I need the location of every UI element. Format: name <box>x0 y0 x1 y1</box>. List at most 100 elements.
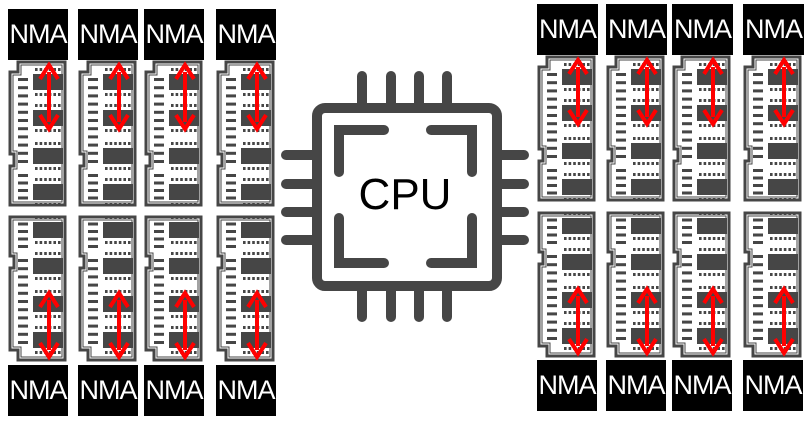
module-pin <box>154 78 164 81</box>
chip-lead <box>252 93 255 96</box>
module-pin <box>88 143 98 147</box>
module-pin <box>226 94 236 98</box>
chip-lead <box>774 212 778 215</box>
module-pin <box>154 189 164 192</box>
module-pin <box>226 300 236 303</box>
chip-lead <box>184 142 188 145</box>
module-pin <box>682 312 692 316</box>
chip-lead <box>582 286 585 289</box>
chip-lead <box>243 216 246 219</box>
cpu-label: CPU <box>358 170 452 219</box>
module-pin <box>753 304 763 308</box>
chip-lead <box>53 167 56 170</box>
module-pin <box>226 181 236 185</box>
arrow-head-up <box>246 341 268 361</box>
module-pin <box>682 337 692 340</box>
memory-chip <box>241 222 271 238</box>
chip-lead <box>109 216 113 219</box>
chip-lead <box>633 248 636 251</box>
chip-lead <box>656 347 659 350</box>
nma-box: NMA <box>78 9 138 60</box>
chip-lead <box>573 311 576 314</box>
chip-lead <box>123 326 126 329</box>
chip-lead <box>774 137 778 140</box>
chip-lead <box>656 286 659 289</box>
chip-lead <box>53 216 56 219</box>
module-pin <box>616 296 626 299</box>
module-pin <box>154 222 164 226</box>
chip-lead <box>189 216 192 219</box>
chip-lead <box>44 277 47 280</box>
chip-lead <box>779 311 782 314</box>
module-pin <box>547 191 557 195</box>
chip-lead <box>712 198 716 201</box>
chip-lead <box>58 216 61 219</box>
module-pin <box>88 110 98 114</box>
chip-lead <box>577 212 581 215</box>
module-pin <box>226 230 236 233</box>
chip-lead <box>266 142 269 145</box>
chip-lead <box>175 277 179 280</box>
chip-lead <box>582 198 585 201</box>
chip-lead <box>48 252 52 255</box>
chip-lead <box>266 68 269 71</box>
chip-lead <box>770 124 773 127</box>
chip-lead <box>266 216 269 219</box>
memory-chip <box>103 148 133 164</box>
chip-lead <box>175 178 179 181</box>
arrow-head-down <box>108 289 130 309</box>
chip-lead <box>656 124 659 127</box>
chip-lead <box>770 273 773 276</box>
chip-lead <box>699 248 702 251</box>
chip-lead <box>194 178 197 181</box>
chip-lead <box>717 63 720 66</box>
chip-lead <box>266 129 269 132</box>
chip-lead <box>582 137 585 140</box>
chip-lead <box>587 248 590 251</box>
chip-lead <box>722 248 725 251</box>
chip-lead <box>105 167 108 170</box>
module-pin <box>753 81 763 85</box>
chip-lead <box>703 173 707 176</box>
module-pin <box>226 189 236 192</box>
chip-lead <box>582 99 585 102</box>
arrow-head-down <box>636 285 658 305</box>
chip-lead <box>256 178 260 181</box>
chip-lead <box>252 104 255 107</box>
module-pin <box>88 230 98 233</box>
chip-lead <box>564 124 567 127</box>
chip-lead <box>171 277 174 280</box>
memory-chip <box>103 184 133 200</box>
chip-lead <box>252 315 255 318</box>
module-pin <box>616 176 626 180</box>
chip-lead <box>35 93 38 96</box>
chip-lead <box>247 351 251 354</box>
chip-lead <box>779 322 782 325</box>
module-pin <box>616 328 626 332</box>
chip-lead <box>642 162 645 165</box>
memory-chip <box>103 222 133 238</box>
module-pin <box>18 291 28 295</box>
chip-lead <box>128 252 131 255</box>
chip-lead <box>568 248 572 251</box>
chip-lead <box>788 198 791 201</box>
chip-lead <box>708 124 711 127</box>
module-pin <box>547 255 557 258</box>
module-pin <box>753 296 763 299</box>
chip-lead <box>53 351 56 354</box>
memory-chip <box>768 143 798 159</box>
chip-lead <box>779 88 782 91</box>
chip-lead <box>637 273 641 276</box>
arrow-head-up <box>702 337 724 357</box>
chip-lead <box>703 198 707 201</box>
chip-lead <box>770 162 773 165</box>
chip-lead <box>184 216 188 219</box>
chip-lead <box>114 277 117 280</box>
nma-box: NMA <box>216 9 276 60</box>
module-pin <box>616 304 626 308</box>
chip-lead <box>184 277 188 280</box>
module-pin <box>18 316 28 320</box>
chip-lead <box>35 277 38 280</box>
chip-lead <box>194 104 197 107</box>
